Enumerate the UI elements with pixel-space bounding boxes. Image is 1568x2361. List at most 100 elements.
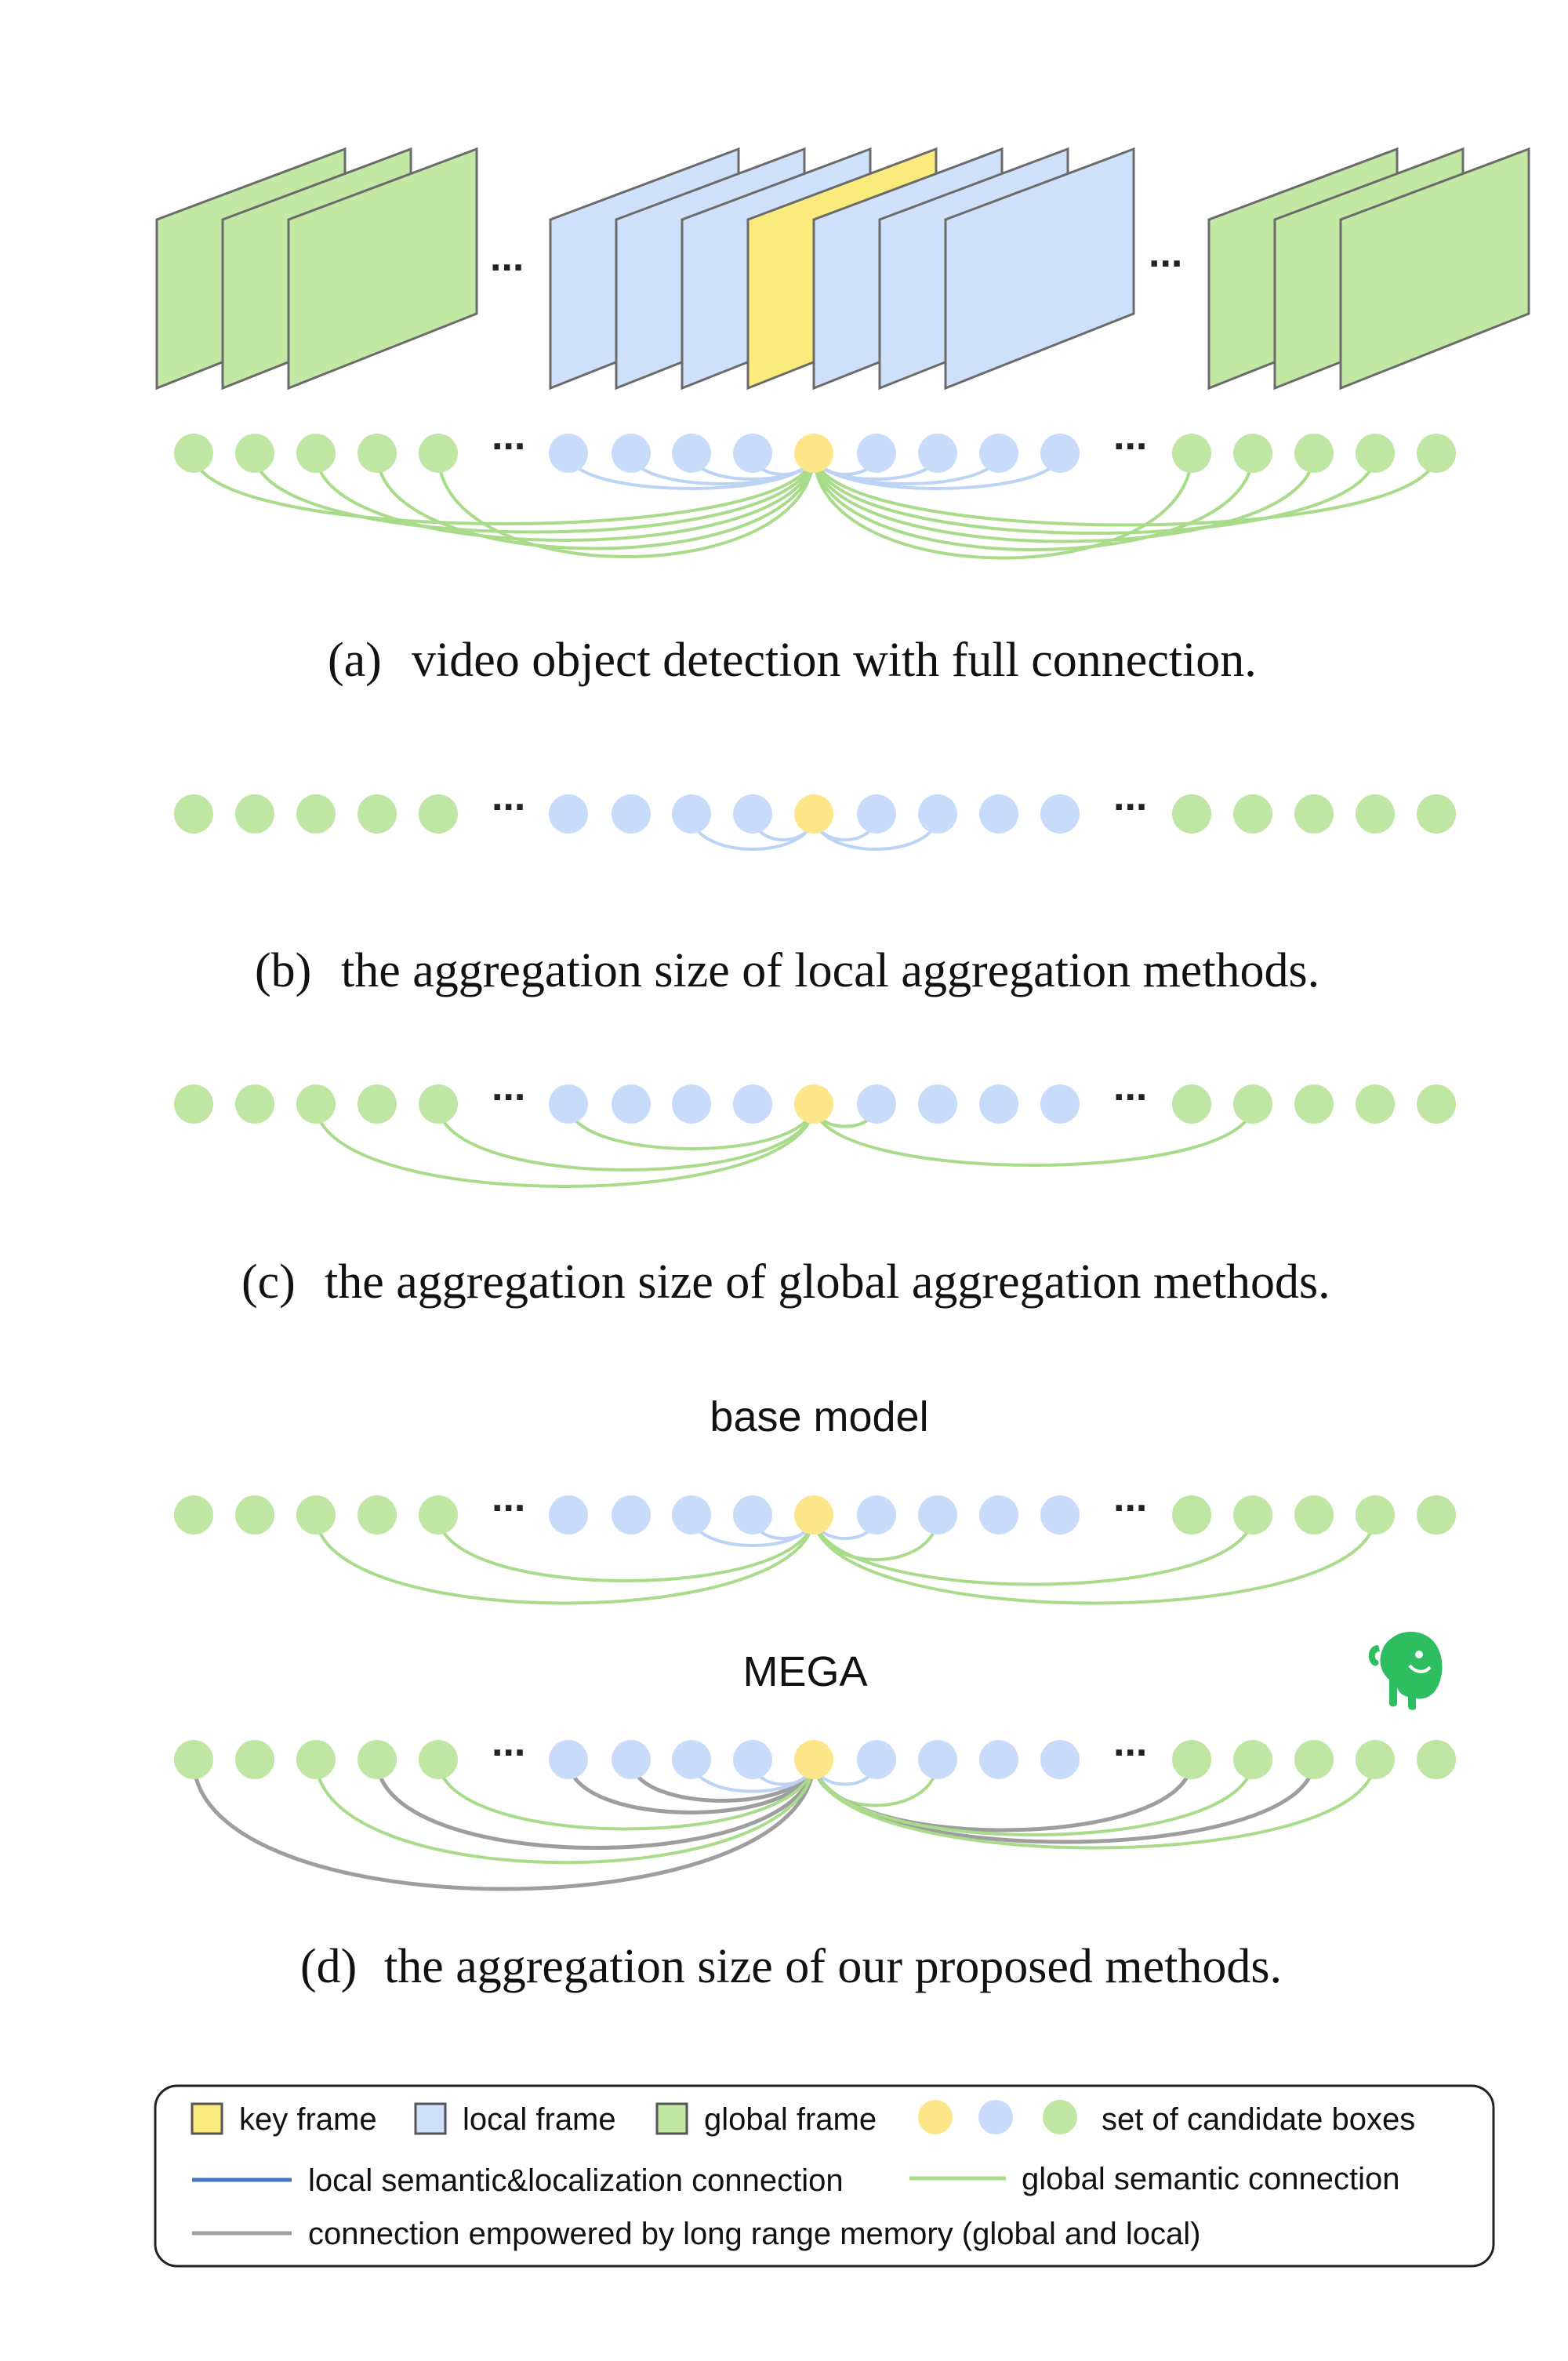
global-node <box>1417 1740 1456 1779</box>
local-node <box>612 1740 651 1779</box>
caption-text-a: video object detection with full connect… <box>412 634 1257 687</box>
connection-edge <box>253 452 815 534</box>
local-node <box>918 434 957 473</box>
global-frame <box>1339 147 1530 390</box>
local-node <box>612 434 651 473</box>
local-node <box>612 794 651 834</box>
global-node <box>1233 1495 1272 1535</box>
connection-edge <box>812 452 1000 485</box>
global-node <box>1356 434 1395 473</box>
key-node <box>794 434 833 473</box>
local-node <box>979 1495 1018 1535</box>
connection-edge <box>191 1759 816 1891</box>
global-frame <box>287 147 478 390</box>
global-node <box>1356 794 1395 834</box>
node-row-base-model: ...... <box>174 1475 1456 1535</box>
local-node <box>1040 794 1080 834</box>
local-node <box>1040 1084 1080 1124</box>
ellipsis: ... <box>1113 774 1147 819</box>
local-node <box>918 1495 957 1535</box>
caption-label-a: (a) <box>328 634 382 687</box>
node-row-panel-a: ...... <box>174 413 1456 473</box>
local-frame <box>944 147 1135 390</box>
caption-text-b: the aggregation size of local aggregatio… <box>341 944 1319 997</box>
global-node <box>1417 1495 1456 1535</box>
global-node <box>1417 794 1456 834</box>
connection-edge <box>437 452 815 558</box>
key-node <box>794 1495 833 1535</box>
global-node <box>419 1084 458 1124</box>
local-node <box>733 1084 772 1124</box>
global-node <box>419 794 458 834</box>
local-frame-swatch <box>414 2102 447 2135</box>
global-node <box>1294 794 1334 834</box>
caption-text-d: the aggregation size of our proposed met… <box>384 1940 1282 1993</box>
global-node <box>419 1740 458 1779</box>
key-candidate-dot <box>918 2100 953 2134</box>
ellipsis: ... <box>492 413 525 459</box>
local-node <box>857 1084 896 1124</box>
local-node <box>857 1740 896 1779</box>
node-row-mega: ...... <box>174 1720 1456 1779</box>
local-node <box>979 1084 1018 1124</box>
legend-global-frame: global frame <box>704 2102 877 2137</box>
connection-edge <box>812 452 1193 560</box>
global-node <box>296 1495 336 1535</box>
caption-label-c: (c) <box>241 1255 296 1309</box>
global-node <box>1233 1084 1272 1124</box>
local-node <box>549 1495 588 1535</box>
legend-memory-connection: connection empowered by long range memor… <box>308 2217 1200 2251</box>
local-node <box>918 1740 957 1779</box>
global-node <box>419 1495 458 1535</box>
connection-edge <box>812 1759 1254 1836</box>
connection-edge <box>376 452 815 550</box>
local-node <box>979 434 1018 473</box>
connection-edge <box>314 1759 815 1865</box>
ellipsis: ... <box>492 1475 525 1520</box>
legend: key frame local frame global frame set o… <box>154 2084 1495 2268</box>
global-node <box>1233 1740 1272 1779</box>
global-frame-swatch <box>655 2102 688 2135</box>
local-node <box>857 434 896 473</box>
global-node <box>358 1495 397 1535</box>
connection-edge <box>812 452 1316 543</box>
connections-base-model <box>314 1514 1377 1605</box>
global-node <box>1172 1495 1211 1535</box>
ellipsis: ... <box>1113 1475 1147 1520</box>
local-node <box>1040 1740 1080 1779</box>
connection-edge <box>812 452 1254 551</box>
local-node <box>857 1495 896 1535</box>
global-node <box>1356 1495 1395 1535</box>
local-node <box>549 434 588 473</box>
connection-edge <box>567 1103 815 1150</box>
global-node <box>1294 1495 1334 1535</box>
local-node <box>672 434 711 473</box>
local-node <box>672 1495 711 1535</box>
connection-edge <box>812 1759 1377 1850</box>
node-row-panel-b: ...... <box>174 774 1456 834</box>
global-node <box>235 434 274 473</box>
local-node <box>549 1740 588 1779</box>
connection-edge <box>314 1514 815 1605</box>
global-node <box>174 1740 213 1779</box>
global-node <box>1294 1740 1334 1779</box>
legend-local-connection: local semantic&localization connection <box>308 2163 844 2198</box>
global-node <box>358 434 397 473</box>
ellipsis: ... <box>1113 1064 1147 1110</box>
global-node <box>358 794 397 834</box>
global-node <box>296 1084 336 1124</box>
global-node <box>1233 794 1272 834</box>
global-node <box>1356 1084 1395 1124</box>
local-node <box>549 1084 588 1124</box>
connection-edge <box>192 452 815 525</box>
connection-edge <box>812 1514 1377 1605</box>
connection-edge <box>812 452 1377 535</box>
local-node <box>733 1740 772 1779</box>
connection-edge <box>566 1759 816 1814</box>
connection-edge <box>314 1103 815 1188</box>
connection-edge <box>375 1759 816 1850</box>
local-node <box>672 1084 711 1124</box>
global-candidate-dot <box>1043 2100 1077 2134</box>
legend-local-frame: local frame <box>463 2102 616 2137</box>
